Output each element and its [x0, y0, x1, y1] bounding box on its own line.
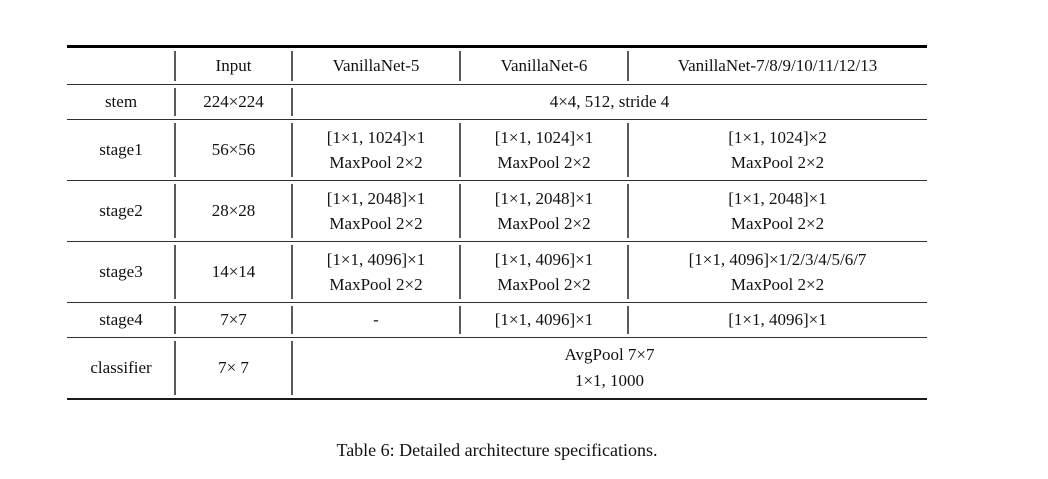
header-empty-cell	[67, 47, 175, 85]
header-input: Input	[174, 47, 292, 85]
table-row-stage4: stage4 7×7 - [1×1, 4096]×1 [1×1, 4096]×1	[67, 302, 927, 338]
header-vanillanet-7-13: VanillaNet-7/8/9/10/11/12/13	[627, 47, 927, 85]
row-label-stage4: stage4	[99, 310, 143, 330]
stage2-input-cell: 28×28	[174, 181, 292, 242]
classifier-input-cell: 7× 7	[174, 338, 292, 399]
stage2-vanillanet6-cell: [1×1, 2048]×1 MaxPool 2×2	[459, 181, 628, 242]
stage4-vanillanet6-cell: [1×1, 4096]×1	[459, 303, 628, 338]
stage1-vanillanet5-cell: [1×1, 1024]×1 MaxPool 2×2	[291, 120, 460, 181]
row-label-classifier: classifier	[90, 358, 152, 377]
stage1-vanillanet7-13-cell: [1×1, 1024]×2 MaxPool 2×2	[627, 120, 927, 181]
stage3-vanillanet6-cell: [1×1, 4096]×1 MaxPool 2×2	[459, 242, 628, 303]
stage1-input-cell: 56×56	[174, 120, 292, 181]
stage2-vanillanet7-13-cell: [1×1, 2048]×1 MaxPool 2×2	[627, 181, 927, 242]
table-caption: Table 6: Detailed architecture specifica…	[336, 440, 658, 460]
row-label-stage1: stage1	[99, 140, 143, 160]
stem-span-cell: 4×4, 512, stride 4	[291, 85, 927, 120]
table-row-stage2: stage2 28×28 [1×1, 2048]×1 MaxPool 2×2 […	[67, 180, 927, 242]
header-vanillanet-6: VanillaNet-6	[459, 47, 628, 85]
table-row-stage3: stage3 14×14 [1×1, 4096]×1 MaxPool 2×2 […	[67, 241, 927, 303]
table-row-classifier: classifier 7× 7 AvgPool 7×7 1×1, 1000	[67, 337, 927, 399]
row-label-stem: stem	[104, 92, 138, 112]
architecture-table: Input VanillaNet-5 VanillaNet-6 VanillaN…	[67, 45, 927, 400]
stage2-vanillanet5-cell: [1×1, 2048]×1 MaxPool 2×2	[291, 181, 460, 242]
table-row-stage1: stage1 56×56 [1×1, 1024]×1 MaxPool 2×2 […	[67, 119, 927, 181]
header-vanillanet-5: VanillaNet-5	[291, 47, 460, 85]
row-label-stage2: stage2	[99, 201, 143, 221]
table-row-stem: stem 224×224 4×4, 512, stride 4	[67, 84, 927, 120]
stage4-vanillanet7-13-cell: [1×1, 4096]×1	[627, 303, 927, 338]
stage3-vanillanet5-cell: [1×1, 4096]×1 MaxPool 2×2	[291, 242, 460, 303]
stem-input-cell: 224×224	[174, 85, 292, 120]
stage3-vanillanet7-13-cell: [1×1, 4096]×1/2/3/4/5/6/7 MaxPool 2×2	[627, 242, 927, 303]
stage1-vanillanet6-cell: [1×1, 1024]×1 MaxPool 2×2	[459, 120, 628, 181]
header-row: Input VanillaNet-5 VanillaNet-6 VanillaN…	[67, 47, 927, 85]
row-label-stage3: stage3	[99, 262, 143, 282]
classifier-span-cell: AvgPool 7×7 1×1, 1000	[291, 338, 927, 399]
stage4-input-cell: 7×7	[174, 303, 292, 338]
stage4-vanillanet5-cell: -	[291, 303, 460, 338]
stage3-input-cell: 14×14	[174, 242, 292, 303]
